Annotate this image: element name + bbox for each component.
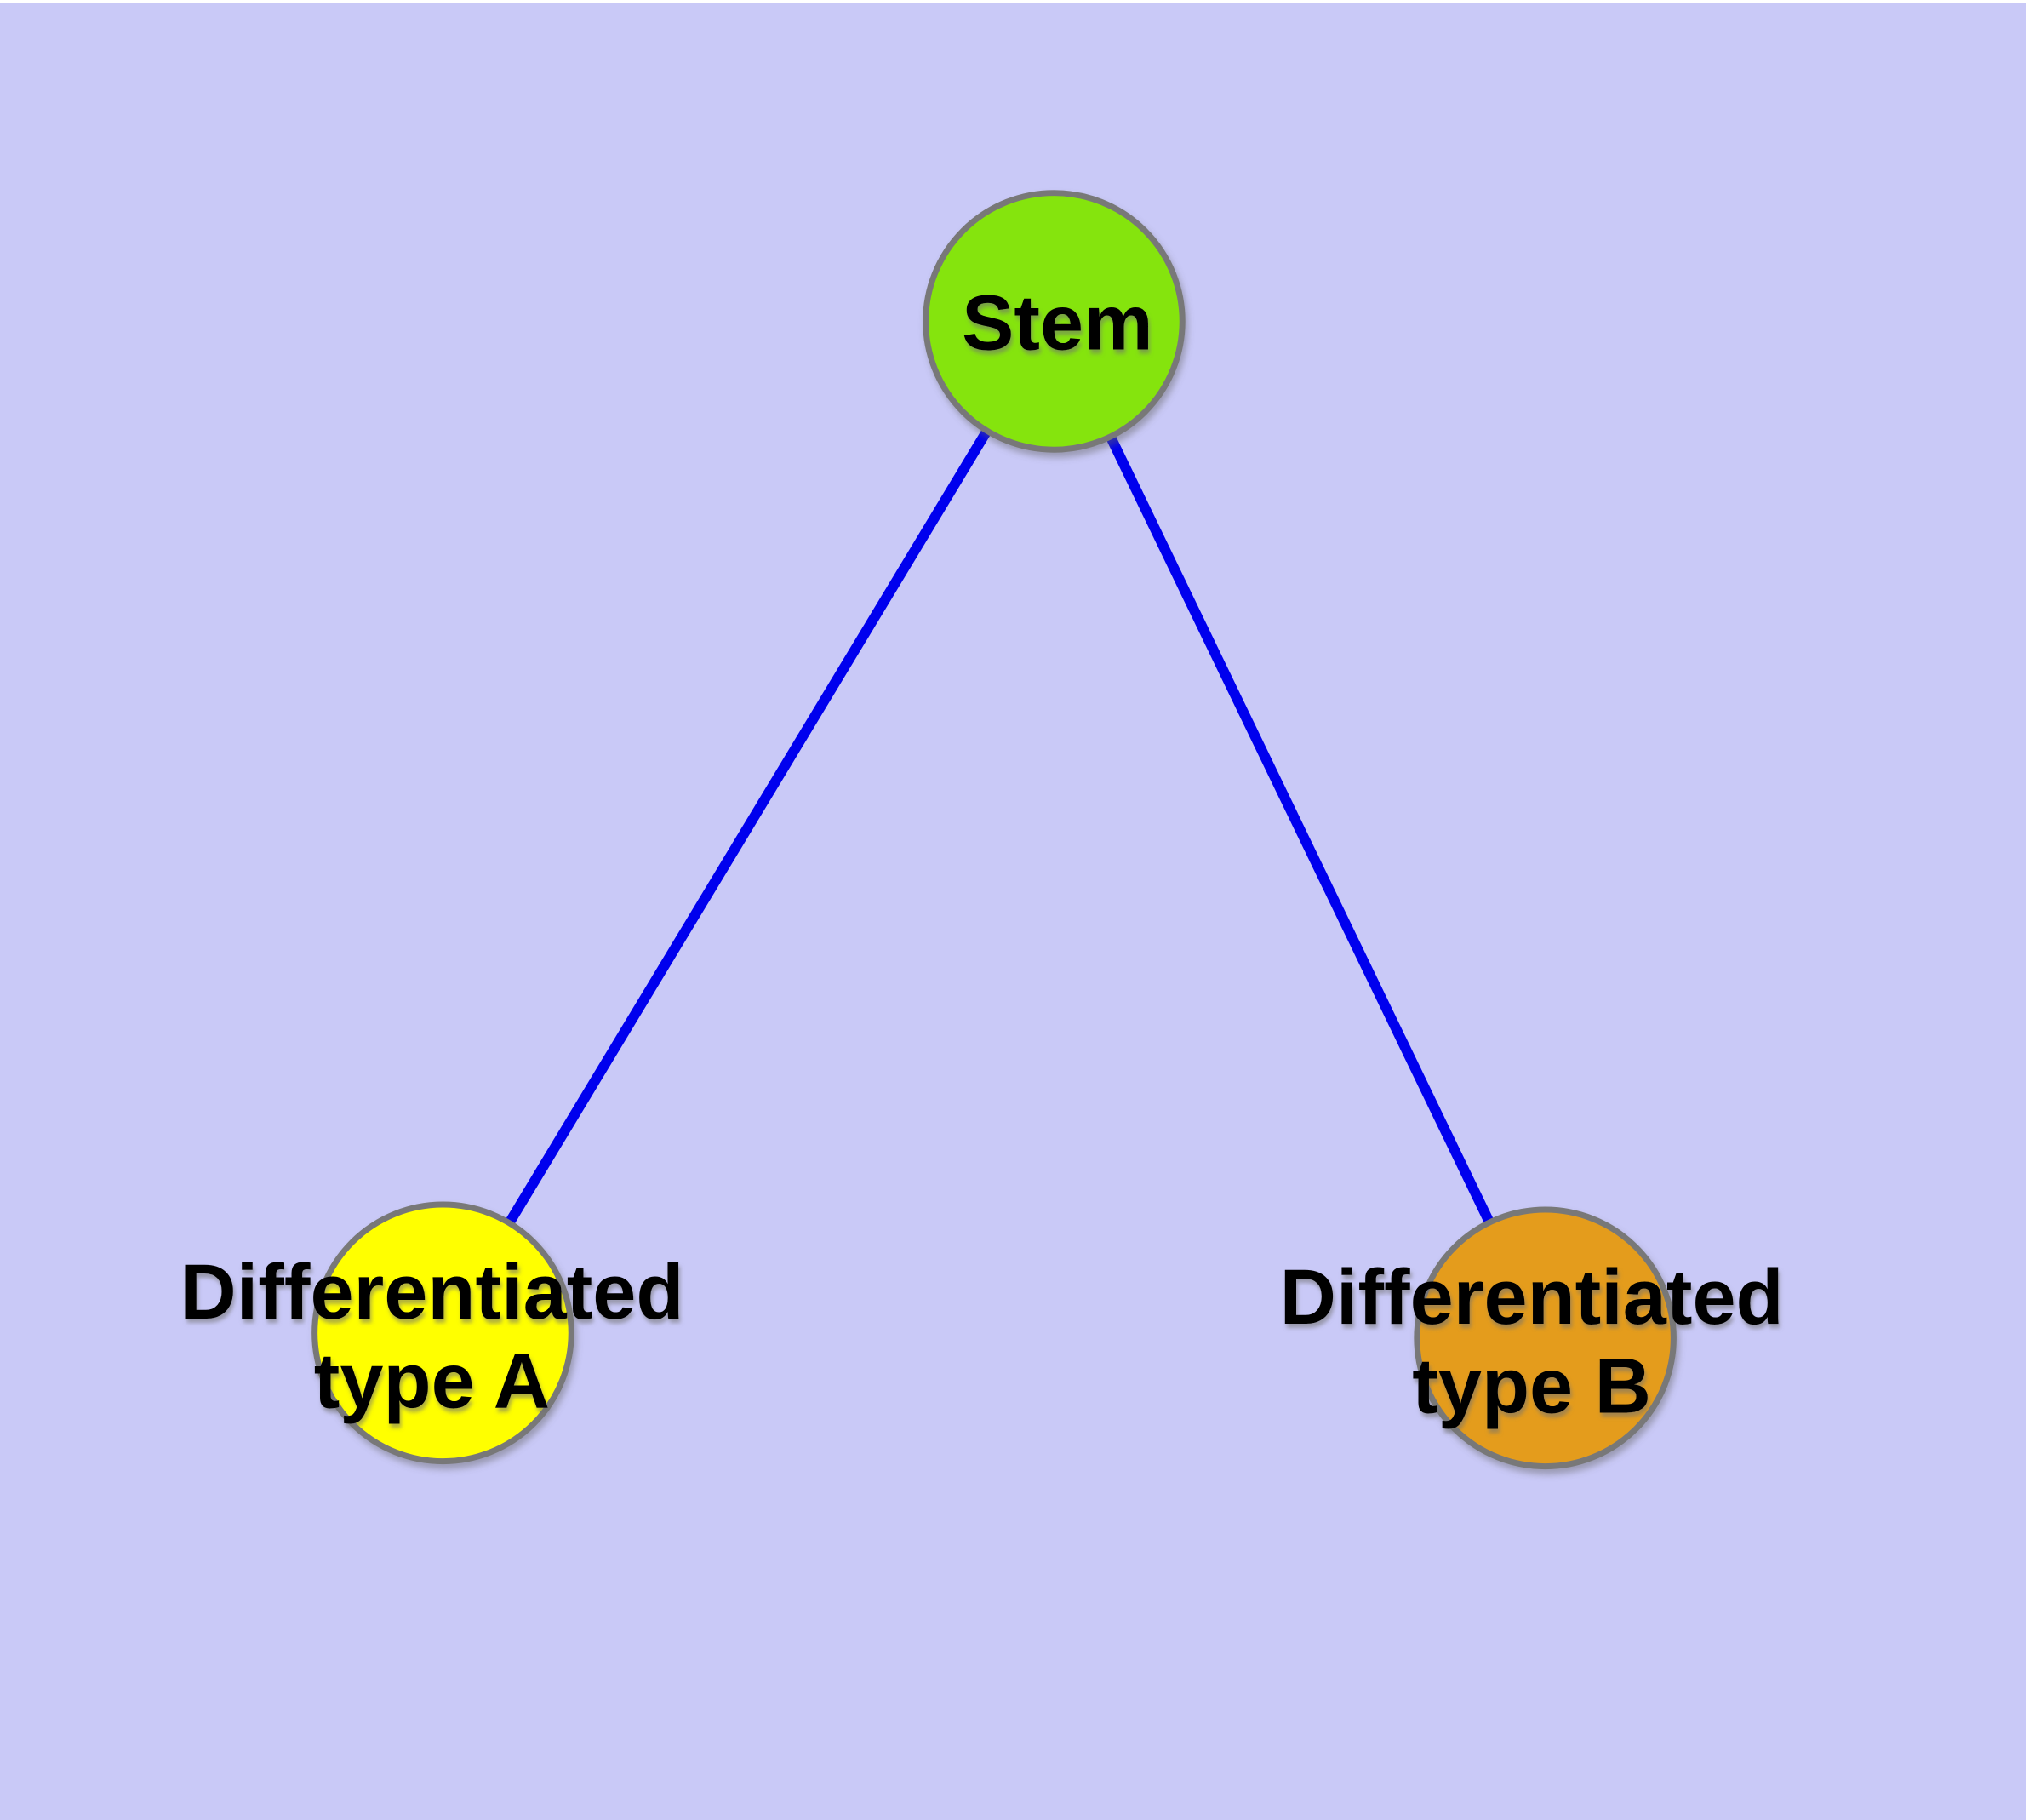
edge-stem-to-type-b[interactable] <box>1049 317 1551 1341</box>
differentiated-type-b-label-line2: type B <box>1412 1343 1651 1430</box>
node-stem[interactable]: Stem <box>923 190 1186 453</box>
stem-node-label: Stem <box>962 279 1153 366</box>
differentiated-type-a-label-line2: type A <box>314 1338 550 1425</box>
edge-group <box>438 317 1551 1341</box>
differentiated-type-a-label-line1: Differentiated <box>180 1249 683 1336</box>
differentiated-type-a-node-circle[interactable] <box>311 1201 574 1465</box>
differentiated-type-b-node-circle[interactable] <box>1414 1206 1677 1470</box>
stem-cell-differentiation-graph: Stem Differentiated type A Differentiate… <box>180 190 1784 1470</box>
edge-stem-to-type-a[interactable] <box>438 317 1059 1336</box>
node-differentiated-type-b[interactable]: Differentiated type B <box>1280 1206 1784 1470</box>
node-differentiated-type-a[interactable]: Differentiated type A <box>180 1201 683 1465</box>
stem-node-circle[interactable] <box>923 190 1186 453</box>
differentiated-type-b-label-line1: Differentiated <box>1280 1254 1784 1341</box>
